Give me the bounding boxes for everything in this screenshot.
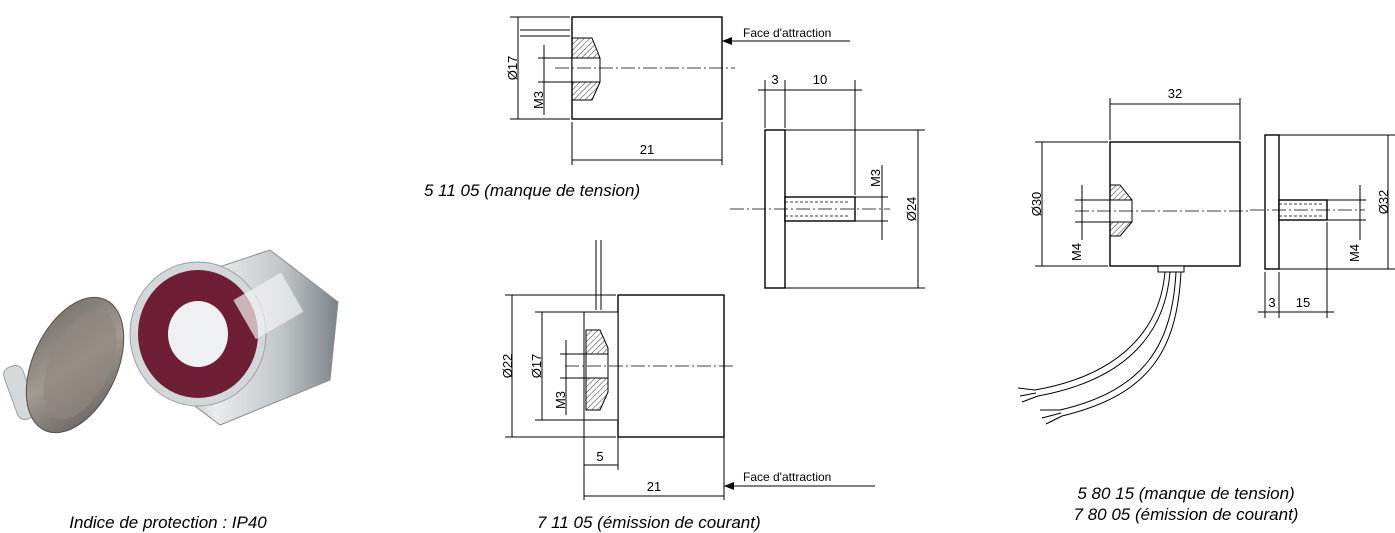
product-photo: [3, 249, 339, 434]
dim-thread-711: M3: [553, 391, 568, 409]
dim-diameter-large: Ø32: [1376, 190, 1391, 215]
dim-inner-711: Ø17: [529, 354, 544, 379]
dim-step-711: 5: [596, 449, 603, 464]
dim-diameter-580: Ø30: [1029, 192, 1044, 217]
caption-580-line1: 5 80 15 (manque de tension): [1077, 484, 1294, 503]
drawing-anchor-small: [730, 80, 925, 289]
dim-length-711: 21: [647, 479, 661, 494]
dim-outer-711: Ø22: [500, 354, 515, 379]
dim-thread-580: M4: [1069, 243, 1084, 261]
drawing-anchor-large: [1250, 134, 1395, 318]
caption-511: 5 11 05 (manque de tension): [424, 181, 640, 200]
dim-plate-large: 3: [1268, 295, 1275, 310]
face-label-511: Face d'attraction: [743, 26, 831, 40]
dim-diameter-511: Ø17: [505, 56, 520, 81]
dim-length-580: 32: [1168, 86, 1182, 101]
drawing-7-11-05: [505, 240, 875, 500]
drawing-5-80-15: [1017, 98, 1250, 425]
dim-thread-large: M4: [1347, 244, 1362, 262]
dim-plate-small: 3: [771, 72, 778, 87]
anchor-plate-image: [3, 296, 125, 434]
dim-stud-large: 15: [1296, 295, 1310, 310]
photo-caption: Indice de protection : IP40: [69, 513, 267, 532]
dim-thread-small: M3: [868, 169, 883, 187]
dim-length-511: 21: [640, 142, 654, 157]
caption-711: 7 11 05 (émission de courant): [537, 513, 761, 532]
electromagnet-image: [129, 249, 339, 426]
dim-stud-small: 10: [813, 72, 827, 87]
dim-diameter-small: Ø24: [904, 197, 919, 222]
caption-580-line2: 7 80 05 (émission de courant): [1074, 505, 1299, 524]
dim-thread-511: M3: [531, 91, 546, 109]
face-label-711: Face d'attraction: [743, 470, 831, 484]
drawing-5-11-05: [510, 16, 850, 165]
